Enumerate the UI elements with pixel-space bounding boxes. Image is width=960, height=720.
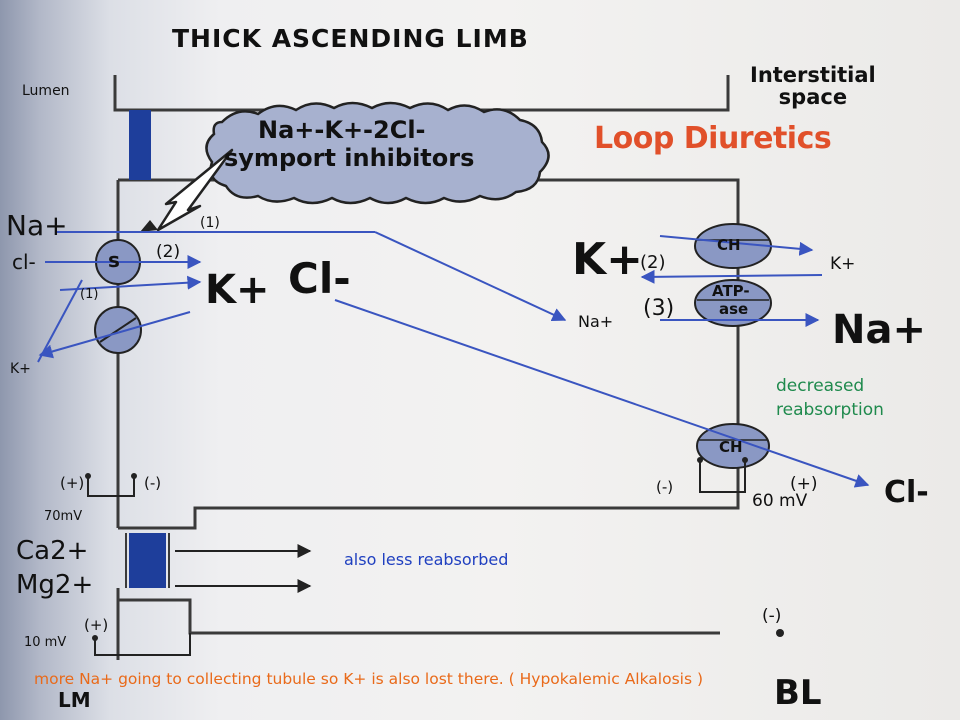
cell-outline	[118, 178, 740, 530]
hypokalemia-note: more Na+ going to collecting tubule so K…	[34, 670, 704, 688]
na-lumen-label: Na+	[6, 209, 68, 242]
left-plus-label: (+)	[60, 474, 85, 492]
k-interstitial-small: K+	[830, 254, 856, 274]
cl-channel-basolateral	[696, 423, 770, 469]
k-recycle-arrow	[38, 311, 191, 359]
lower-voltage-value: 10 mV	[24, 635, 67, 650]
cl-channel-label: CH	[719, 438, 743, 456]
k-basolateral-out-arrow	[659, 235, 814, 256]
k-basolateral-in-arrow	[640, 269, 823, 284]
cell-k-label: K+	[205, 267, 270, 313]
symporter-label: s	[108, 248, 120, 272]
bottom-wall	[116, 588, 720, 635]
path1-bottom-label: (1)	[80, 287, 99, 302]
decreased-reabsorption-note: decreased reabsorption	[776, 375, 884, 423]
lightning-bolt-icon	[156, 148, 234, 232]
inhibitor-cloud	[205, 101, 550, 205]
lower-plus-label: (+)	[84, 616, 109, 634]
figure-title: THICK ASCENDING LIMB	[172, 24, 529, 53]
tight-junction-top	[129, 110, 151, 180]
left-minus-label: (-)	[144, 474, 162, 492]
decreased-line2: reabsorption	[776, 399, 884, 420]
inhibitor-line2: symport inhibitors	[224, 144, 475, 172]
tight-junction-bottom	[129, 533, 166, 588]
interstitial-space-label: Interstitial space	[750, 64, 876, 108]
path1-top-label: (1)	[200, 215, 220, 231]
voltmeter-left	[87, 478, 135, 497]
left-voltage-value: 70mV	[44, 509, 83, 524]
also-less-reabsorbed-note: also less reabsorbed	[344, 550, 509, 569]
step2-label: (2)	[640, 252, 666, 273]
step3-label: (3)	[643, 296, 675, 321]
k-secretion-arrow	[37, 279, 83, 363]
right-voltage-value: 60 mV	[752, 491, 808, 511]
voltmeter-lower	[94, 633, 191, 656]
interstitial-line1: Interstitial	[750, 63, 876, 87]
k-entry-arrow	[59, 275, 202, 291]
inhibitor-line1: Na+-K+-2Cl-	[258, 116, 426, 144]
right-plus-label: (+)	[790, 474, 818, 494]
voltmeter-right	[699, 462, 746, 493]
k-channel-label: CH	[717, 236, 741, 254]
decreased-line1: decreased	[776, 376, 865, 396]
bl-label: BL	[774, 673, 822, 713]
cl-exit-arrow	[334, 299, 870, 488]
ca-label: Ca2+	[16, 536, 89, 566]
atpase-line1: ATP-	[712, 282, 750, 300]
k-interstitial-big: K+	[572, 234, 643, 285]
na-k-atpase	[694, 279, 772, 327]
lm-label: LM	[58, 688, 91, 712]
right-minus-label: (-)	[656, 478, 674, 496]
lower-minus-label: (-)	[762, 606, 782, 626]
slide-title: Loop Diuretics	[594, 121, 832, 156]
lumen-label: Lumen	[22, 83, 70, 99]
interstitial-line2: space	[778, 85, 848, 110]
cl-lumen-label: cl-	[12, 250, 36, 274]
k-lumen-label: K+	[10, 361, 31, 377]
na-to-basolateral-arrow	[374, 231, 567, 322]
cl-interstitial-label: Cl-	[884, 475, 929, 510]
path2-label: (2)	[156, 242, 181, 262]
na-interstitial-big: Na+	[832, 307, 926, 353]
mg-label: Mg2+	[16, 570, 94, 600]
atpase-line2: ase	[719, 300, 749, 318]
cell-cl-label: Cl-	[288, 254, 351, 303]
na-cell-small: Na+	[578, 312, 614, 331]
